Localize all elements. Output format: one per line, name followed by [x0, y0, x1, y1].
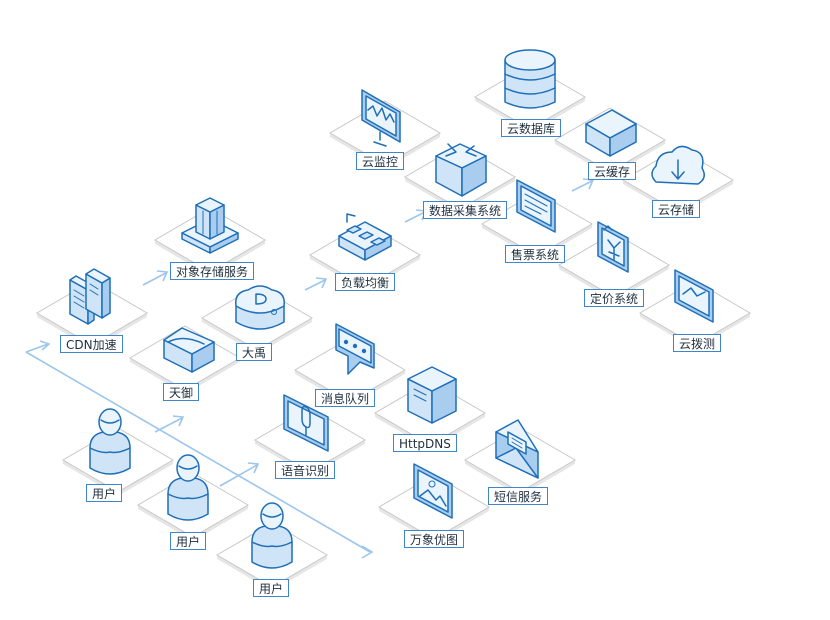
- flow-line-tianyu: [154, 417, 183, 433]
- label-cloud-cache: 云缓存: [588, 162, 637, 180]
- flow-line-main: [25, 351, 371, 553]
- chat-bubble-icon: [335, 323, 375, 375]
- monitor-waveform-icon: [361, 89, 401, 147]
- ticket-document-icon: [516, 179, 556, 233]
- shield-box-icon: [163, 327, 215, 373]
- user-person-icon: [167, 454, 209, 521]
- label-image-optimization: 万象优图: [404, 530, 465, 548]
- label-cloud-database: 云数据库: [501, 119, 562, 137]
- label-sms: 短信服务: [488, 487, 549, 505]
- envelope-icon: [495, 419, 539, 479]
- flow-line-lb: [304, 279, 326, 291]
- base-tiles: [36, 64, 751, 592]
- probe-chart-icon: [674, 269, 714, 323]
- label-user-2: 用户: [170, 532, 207, 550]
- user-person-icon: [251, 502, 293, 569]
- microphone-tablet-icon: [283, 394, 329, 452]
- label-load-balancing: 负载均衡: [335, 273, 396, 291]
- label-user-1: 用户: [86, 484, 123, 502]
- cloud-download-icon: [651, 145, 705, 185]
- label-tianyu: 天御: [163, 383, 200, 401]
- photo-frame-icon: [413, 463, 453, 519]
- shield-d-icon: [235, 285, 285, 330]
- label-cdn: CDN加速: [60, 335, 123, 353]
- cache-box-icon: [585, 109, 637, 157]
- server-tower-icon: [407, 366, 457, 424]
- flow-line-object: [142, 272, 167, 286]
- label-message-queue: 消息队列: [315, 389, 376, 407]
- flow-line-voice: [219, 464, 258, 487]
- label-object-storage: 对象存储服务: [170, 262, 255, 280]
- database-cylinder-icon: [504, 49, 556, 109]
- network-switch-icon: [338, 213, 392, 261]
- price-yen-icon: [597, 221, 629, 273]
- label-cloud-probe: 云拨测: [673, 334, 722, 352]
- label-cloud-monitor: 云监控: [356, 152, 405, 170]
- label-voice-recognition: 语音识别: [275, 461, 336, 479]
- label-pricing: 定价系统: [584, 289, 645, 307]
- flow-line-collect: [404, 211, 426, 223]
- user-person-icon: [89, 408, 131, 475]
- label-dayu: 大禹: [236, 343, 273, 361]
- label-httpdns: HttpDNS: [393, 434, 457, 452]
- building-stack-icon: [181, 197, 239, 254]
- flow-line-cdn-in: [25, 343, 49, 353]
- label-data-collection: 数据采集系统: [423, 201, 508, 219]
- flow-line-cache: [571, 180, 593, 192]
- label-cloud-storage: 云存储: [652, 200, 701, 218]
- books-icon: [69, 268, 111, 325]
- label-user-3: 用户: [253, 579, 290, 597]
- label-ticketing: 售票系统: [505, 245, 566, 263]
- collector-box-icon: [435, 143, 487, 197]
